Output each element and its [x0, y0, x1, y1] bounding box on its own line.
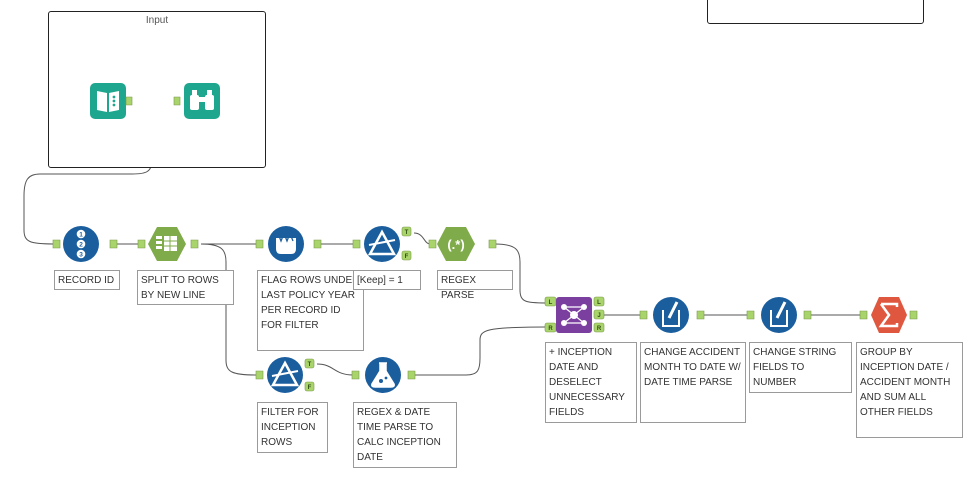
connection-filter-regex	[413, 232, 431, 245]
select-icon[interactable]	[746, 296, 812, 334]
filter2-false-port: F	[308, 385, 312, 391]
svg-text:(.*): (.*)	[447, 237, 464, 252]
connection-filter2-formula	[316, 363, 354, 376]
annotation-filter-keep: [Keep] = 1	[353, 270, 421, 290]
annotation-join: + INCEPTION DATE AND DESELECT UNNECESSAR…	[545, 342, 637, 423]
svg-text:1: 1	[79, 232, 83, 239]
annotation-change-string: CHANGE STRING FIELDS TO NUMBER	[749, 342, 852, 393]
regex-icon[interactable]: (.*)	[428, 225, 498, 263]
filter2-true-port: T	[308, 362, 312, 368]
connection-regex-join	[494, 243, 547, 304]
filter-false-port: F	[405, 254, 409, 260]
svg-text:3: 3	[79, 252, 83, 259]
annotation-record-id: RECORD ID	[54, 270, 120, 290]
annotation-regex-date: REGEX & DATE TIME PARSE TO CALC INCEPTIO…	[353, 402, 457, 468]
join-left-output: L	[597, 300, 601, 306]
annotation-change-month: CHANGE ACCIDENT MONTH TO DATE W/ DATE TI…	[640, 342, 746, 423]
annotation-filter-inception: FILTER FOR INCEPTION ROWS	[257, 402, 328, 453]
svg-text:2: 2	[79, 242, 83, 249]
binoculars-icon[interactable]	[173, 82, 223, 120]
input-container[interactable]: Input	[48, 11, 266, 168]
join-join-output: J	[597, 313, 600, 319]
join-left-input: L	[549, 300, 553, 306]
annotation-group-by: GROUP BY INCEPTION DATE / ACCIDENT MONTH…	[856, 342, 963, 438]
multi-row-formula-icon[interactable]	[255, 225, 323, 263]
summarize-icon[interactable]	[859, 296, 919, 334]
connection-split-filter2	[200, 243, 257, 376]
join-right-input: R	[548, 326, 553, 332]
datetime-icon[interactable]	[639, 296, 705, 334]
filter-inception-icon[interactable]: T F	[255, 356, 319, 394]
container-title: Input	[145, 15, 169, 26]
filter-true-port: T	[405, 230, 409, 236]
join-icon[interactable]: L R L J R	[544, 296, 606, 334]
book-icon[interactable]	[89, 82, 135, 120]
annotation-flag-rows: FLAG ROWS UNDER LAST POLICY YEAR PER REC…	[257, 270, 364, 351]
text-to-columns-icon[interactable]	[137, 225, 205, 263]
annotation-regex-parse: REGEX PARSE	[437, 270, 513, 301]
join-right-output: R	[597, 326, 602, 332]
connection-formula-join	[414, 326, 547, 376]
annotation-split-rows: SPLIT TO ROWS BY NEW LINE	[137, 270, 234, 305]
record-id-icon[interactable]: 1 2 3	[52, 225, 120, 263]
formula-flask-icon[interactable]	[351, 356, 417, 394]
empty-container[interactable]	[707, 0, 924, 24]
filter-icon[interactable]: T F	[352, 225, 416, 263]
